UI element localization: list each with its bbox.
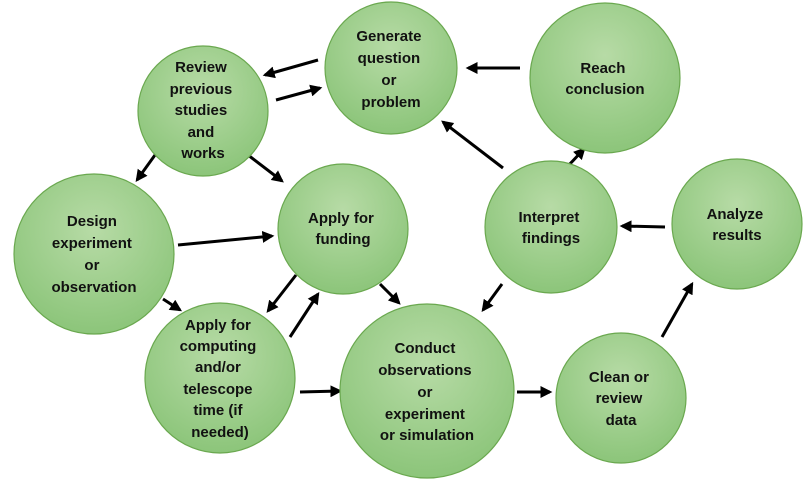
node-analyze-results-line-1: Analyze <box>707 206 764 223</box>
node-generate-question-line-2: question <box>358 50 421 67</box>
arrow-interpret-to-generate <box>441 120 504 170</box>
node-interpret-findings-line-1: Interpret <box>518 209 579 226</box>
node-conduct-observations-line-3: or <box>417 384 432 401</box>
arrow-funding-to-computing <box>266 274 298 313</box>
node-clean-review-data-line-1: Clean or <box>589 369 649 386</box>
node-reach-conclusion: Reach conclusion <box>529 2 681 154</box>
node-analyze-results-line-2: results <box>712 227 761 244</box>
node-apply-computing-time-line-4: telescope <box>183 381 252 398</box>
node-clean-review-data-line-3: data <box>606 412 638 429</box>
node-conduct-observations-line-4: experiment <box>385 406 465 423</box>
arrows-layer <box>135 58 694 398</box>
node-conduct-observations-circle <box>339 303 515 479</box>
node-design-experiment-line-4: observation <box>51 279 136 296</box>
node-generate-question-label: Generate question or problem <box>356 28 425 111</box>
node-interpret-findings-line-2: findings <box>522 230 580 247</box>
node-generate-question-line-4: problem <box>361 94 420 111</box>
node-interpret-findings: Interpret findings <box>484 160 618 294</box>
node-review-studies-label: Review previous studies and works <box>170 59 237 162</box>
arrow-review-to-design <box>135 154 157 182</box>
node-generate-question: Generate question or problem <box>324 1 458 135</box>
node-design-experiment-line-2: experiment <box>52 235 132 252</box>
arrow-computing-to-conduct <box>299 385 343 398</box>
arrow-interpret-to-conduct <box>481 283 504 312</box>
node-review-studies-circle <box>137 45 269 177</box>
node-reach-conclusion-line-2: conclusion <box>565 81 644 98</box>
arrow-review-to-funding <box>247 153 284 183</box>
node-conduct-observations: Conduct observations or experiment or si… <box>339 303 515 479</box>
node-apply-computing-time-line-5: time (if <box>193 402 243 419</box>
node-clean-review-data-circle <box>555 332 687 464</box>
node-apply-computing-time-circle <box>144 302 296 454</box>
node-generate-question-line-3: or <box>381 72 396 89</box>
node-design-experiment-line-3: or <box>84 257 99 274</box>
node-clean-review-data-line-2: review <box>596 390 643 407</box>
node-apply-computing-time: Apply for computing and/or telescope tim… <box>144 302 296 454</box>
node-apply-funding-line-2: funding <box>316 231 371 248</box>
node-apply-computing-time-line-3: and/or <box>195 359 241 376</box>
node-analyze-results-label: Analyze results <box>707 206 768 244</box>
node-conduct-observations-line-1: Conduct <box>395 340 456 357</box>
node-apply-computing-time-line-1: Apply for <box>185 317 251 334</box>
node-apply-funding: Apply for funding <box>277 163 409 295</box>
node-reach-conclusion-label: Reach conclusion <box>565 60 644 98</box>
node-apply-computing-time-line-6: needed) <box>191 424 249 441</box>
node-apply-funding-line-1: Apply for <box>308 210 374 227</box>
node-conduct-observations-line-5: or simulation <box>380 427 474 444</box>
node-apply-computing-time-line-2: computing <box>180 338 257 355</box>
node-analyze-results: Analyze results <box>671 158 803 290</box>
arrow-analyze-to-interpret <box>619 220 666 233</box>
node-analyze-results-circle <box>671 158 803 290</box>
node-review-studies-line-1: Review <box>175 59 227 76</box>
node-review-studies: Review previous studies and works <box>137 45 269 177</box>
node-review-studies-line-5: works <box>180 145 224 162</box>
node-review-studies-line-2: previous <box>170 81 233 98</box>
arrow-design-to-funding <box>177 230 275 247</box>
node-interpret-findings-label: Interpret findings <box>518 209 583 247</box>
arrow-review-to-generate <box>275 84 323 102</box>
node-design-experiment-circle <box>13 173 175 335</box>
node-design-experiment-line-1: Design <box>67 213 117 230</box>
node-interpret-findings-circle <box>484 160 618 294</box>
node-reach-conclusion-circle <box>529 2 681 154</box>
node-generate-question-line-1: Generate <box>356 28 421 45</box>
arrow-clean-to-analyze <box>660 281 694 338</box>
node-review-studies-line-3: studies <box>175 102 228 119</box>
node-reach-conclusion-line-1: Reach <box>580 60 625 77</box>
node-apply-funding-circle <box>277 163 409 295</box>
arrow-generate-to-review <box>262 58 319 79</box>
nodes-layer: Generate question or problem Review prev… <box>13 1 803 479</box>
arrow-computing-to-funding <box>288 291 320 338</box>
arrow-design-to-computing <box>162 297 183 312</box>
arrow-interpret-to-reach <box>566 147 586 168</box>
node-generate-question-circle <box>324 1 458 135</box>
node-apply-computing-time-label: Apply for computing and/or telescope tim… <box>180 317 261 441</box>
node-review-studies-line-4: and <box>188 124 215 141</box>
node-clean-review-data-label: Clean or review data <box>589 369 653 429</box>
node-apply-funding-label: Apply for funding <box>308 210 378 248</box>
node-conduct-observations-label: Conduct observations or experiment or si… <box>378 340 476 444</box>
arrow-funding-to-conduct <box>378 282 401 305</box>
node-design-experiment-label: Design experiment or observation <box>51 213 136 296</box>
node-design-experiment: Design experiment or observation <box>13 173 175 335</box>
node-conduct-observations-line-2: observations <box>378 362 471 379</box>
node-clean-review-data: Clean or review data <box>555 332 687 464</box>
